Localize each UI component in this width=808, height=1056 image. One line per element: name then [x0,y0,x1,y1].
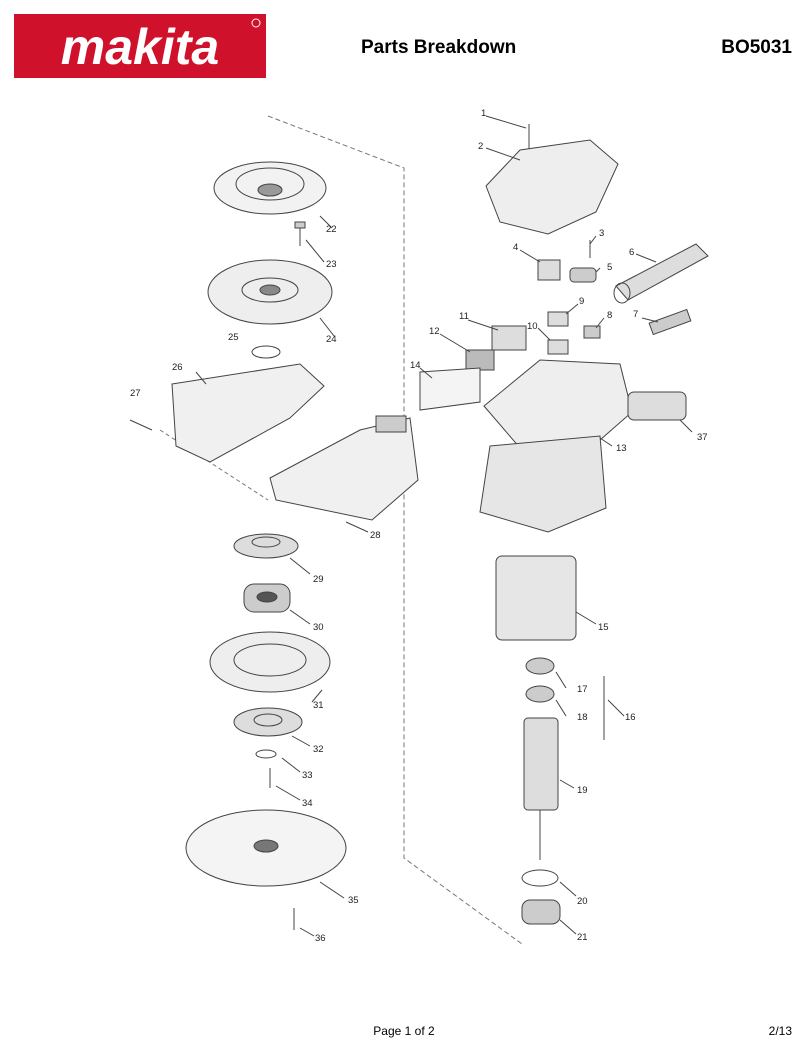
part-label: 16 [625,712,636,723]
parts-diagram: 1 2 3 4 5 6 7 8 9 10 11 12 13 14 15 16 1… [129,108,709,945]
part-label: 20 [577,896,588,907]
part-label: 5 [607,262,612,273]
part-label: 8 [607,310,612,321]
part-label: 4 [513,242,518,253]
part-label: 9 [579,296,584,307]
part-label: 31 [313,700,324,711]
part-label: 33 [302,770,313,781]
part-label: 13 [616,443,627,454]
part-label: 18 [577,712,588,723]
model-number: BO5031 [721,37,792,58]
part-label: 35 [348,895,359,906]
part-label: 6 [629,247,634,258]
part-label: 11 [459,311,469,322]
part-label: 30 [313,622,324,633]
part-label: 37 [697,432,708,443]
part-label: 36 [315,933,326,944]
part-label: 15 [598,622,609,633]
logo-graphic: makita [14,14,266,78]
part-label: 25 [228,332,239,343]
brand-wordmark: makita [61,19,219,75]
part-label: 27 [130,388,141,399]
part-label: 28 [370,530,381,541]
part-label: 14 [410,360,421,371]
part-label: 21 [577,932,588,943]
part-label: 3 [599,228,604,239]
part-label: 12 [429,326,440,337]
part-label: 29 [313,574,324,585]
page-indicator: Page 1 of 2 [373,1024,435,1038]
sheet-number: 2/13 [768,1024,792,1038]
part-label: 22 [326,224,337,235]
part-label: 23 [326,259,337,270]
part-label: 32 [313,744,324,755]
part-label: 7 [633,309,638,320]
part-label: 17 [577,684,588,695]
part-label: 24 [326,334,337,345]
part-label: 2 [478,141,483,152]
makita-logo: makita [14,14,266,78]
part-label: 10 [527,321,538,332]
part-label: 34 [302,798,313,809]
part-label: 26 [172,362,183,373]
part-label: 1 [481,108,486,119]
page-title: Parts Breakdown [361,37,517,58]
part-label: 19 [577,785,588,796]
